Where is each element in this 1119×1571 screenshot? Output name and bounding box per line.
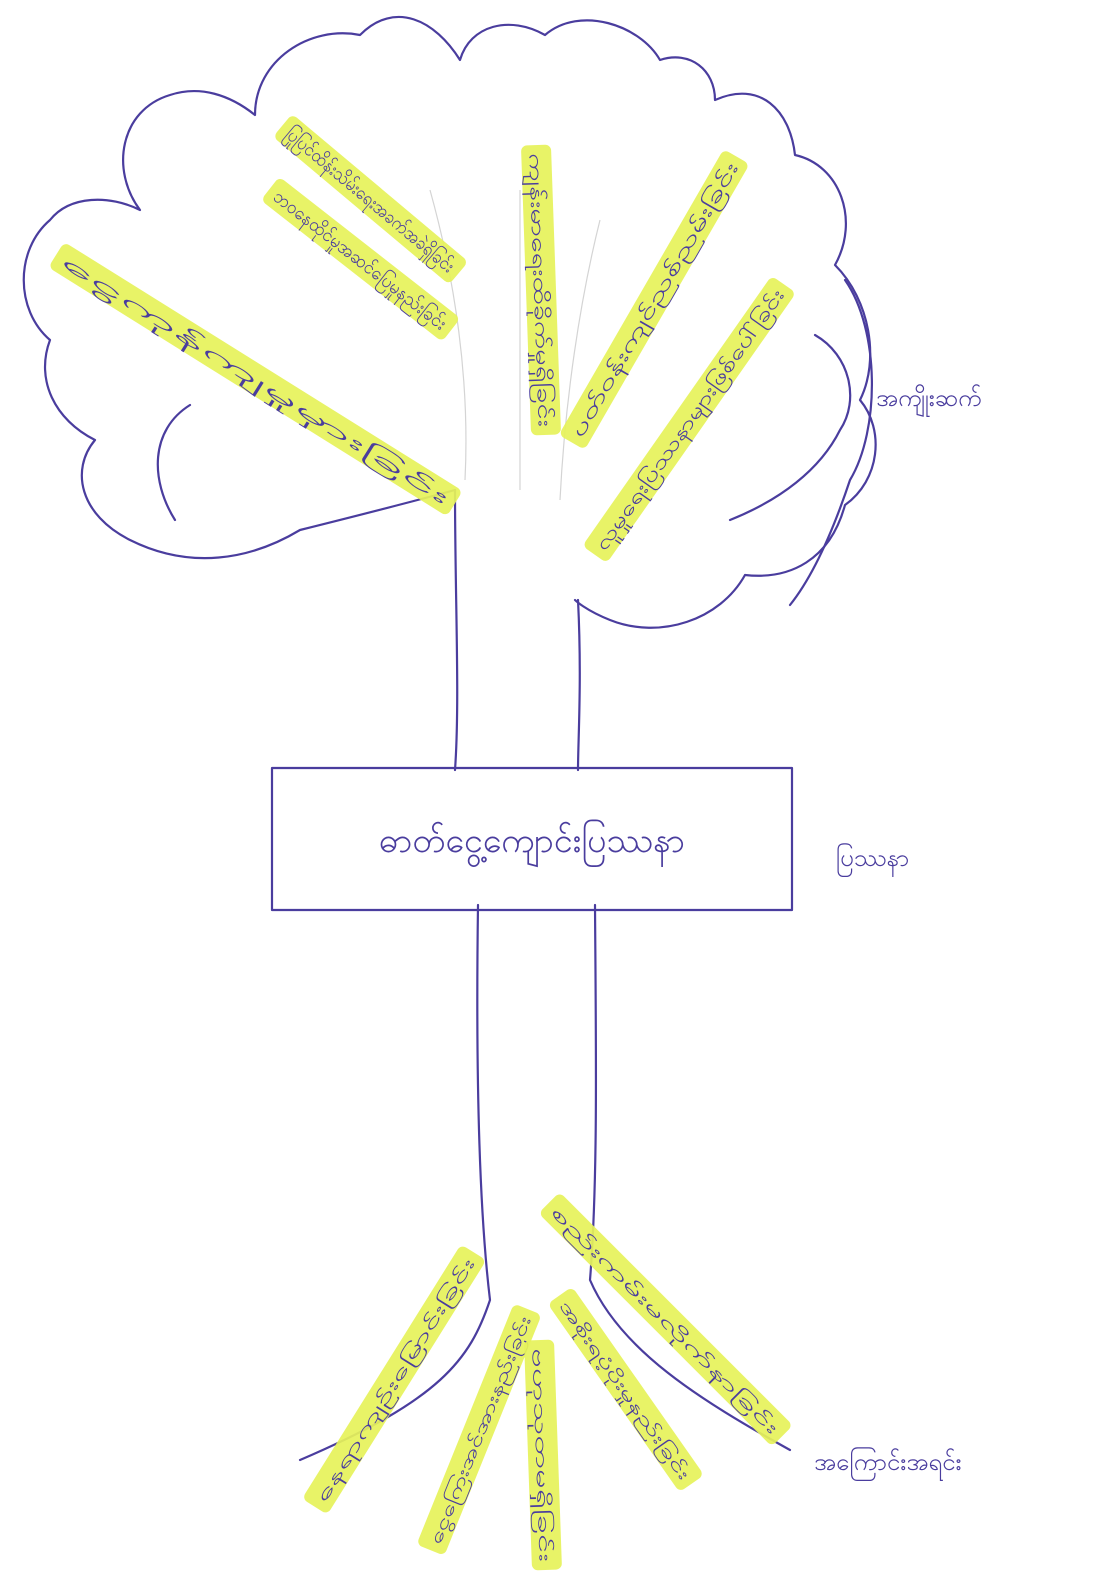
leaf-highlight xyxy=(50,244,461,515)
leaf-highlight xyxy=(560,151,748,448)
roots-group: နေရာကျဉ်းမြောင်းခြင်းငွေကြေးအင်အားနည်းခြ… xyxy=(304,1194,791,1571)
crown-bump-left xyxy=(156,403,192,522)
crown-stripe xyxy=(559,219,601,501)
trunk-right-lower xyxy=(588,903,792,1452)
leaf-highlight xyxy=(263,179,459,340)
root-highlight xyxy=(304,1246,485,1513)
root-text: ငွေကြေးအင်အားနည်းခြင်း xyxy=(424,1313,539,1549)
crown-bump-far-right xyxy=(788,278,873,607)
leaves-group: ငွေကုန်ကျမှုမှားခြင်းဘဝနေထိုင်မှုအဆင်ပြေ… xyxy=(50,116,794,561)
root-highlight xyxy=(524,1339,562,1571)
leaf-4: ကျန်းမာရေးထိခိုက်မှုရှိခြင်း xyxy=(520,144,561,436)
trunk-left-lower xyxy=(298,903,492,1462)
effects-side-label: အကျိုးဆက် xyxy=(876,383,982,418)
leaf-5: ပတ်ဝန်းကျင်ညစ်ညမ်းခြင်း xyxy=(560,151,748,448)
trunk-right-upper xyxy=(576,598,581,772)
causes-side-label: အကြောင်းအရင်း xyxy=(814,1446,962,1481)
root-highlight xyxy=(418,1305,540,1554)
root-3: ဗဟုသုတမရှိခြင်း xyxy=(524,1339,562,1571)
leaf-highlight xyxy=(584,278,794,561)
root-highlight xyxy=(549,1288,702,1490)
root-highlight xyxy=(540,1194,791,1445)
crown-bump-right xyxy=(728,333,852,522)
problem-box xyxy=(270,766,794,912)
tree-crown-outline xyxy=(22,15,877,629)
problem-side-label: ပြဿနာ xyxy=(836,842,909,877)
problem-label: ဓာတ်ငွေ့ကျောင်းပြဿနာ xyxy=(379,821,685,867)
leaf-highlight xyxy=(275,116,466,283)
leaf-highlight xyxy=(521,144,561,436)
crown-stripe xyxy=(429,189,467,481)
leaf-text: လူမှုရေးပြဿနာများဖြစ်ပေါ်ခြင်း xyxy=(589,284,792,557)
trunk-left-upper xyxy=(453,488,459,772)
leaf-6: လူမှုရေးပြဿနာများဖြစ်ပေါ်ခြင်း xyxy=(584,278,794,561)
